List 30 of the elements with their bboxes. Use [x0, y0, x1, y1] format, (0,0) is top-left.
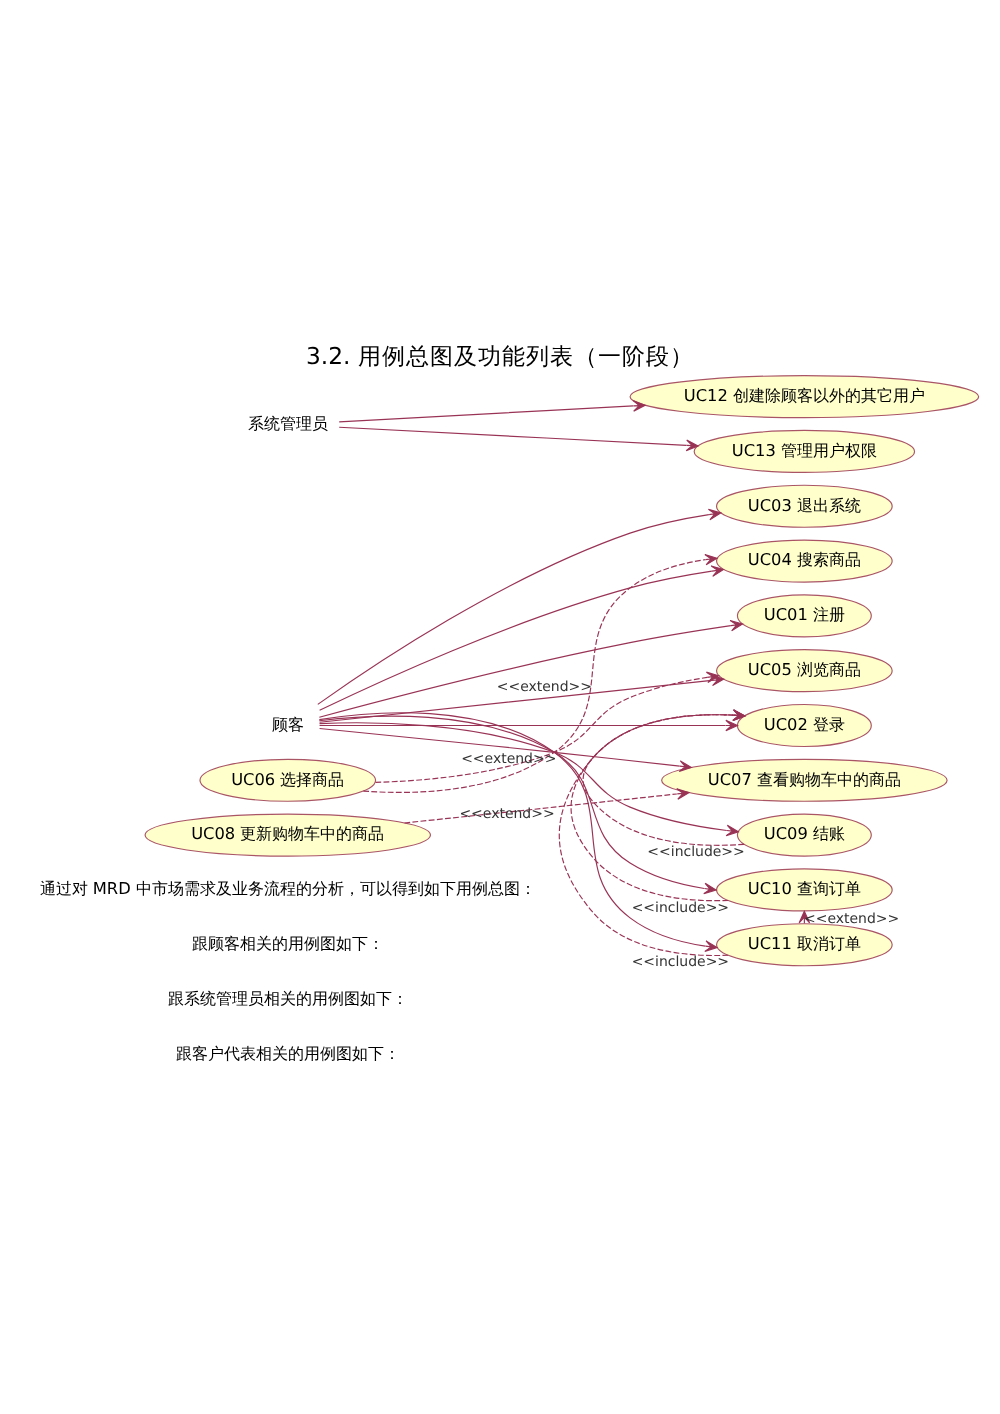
node-ellipse: UC08 更新购物车中的商品: [144, 812, 432, 856]
diagram-title: 3.2. 用例总图及功能列表（一阶段）: [306, 340, 694, 369]
arrow: [582, 708, 746, 845]
label: 跟顾客相关的用例图如下：: [191, 932, 384, 953]
arrow: [570, 708, 746, 901]
node-ellipse: UC01 注册: [736, 593, 872, 637]
label: 跟系统管理员相关的用例图如下：: [167, 986, 408, 1007]
arrow: [317, 507, 722, 704]
arrow: [374, 670, 720, 782]
arrow: [319, 726, 692, 771]
node-ellipse: UC02 登录: [736, 702, 872, 747]
arrow: [318, 714, 717, 894]
node-ellipse: UC05 浏览商品: [716, 648, 893, 692]
arrow: [403, 787, 690, 823]
arrow: [318, 618, 744, 717]
node-text: 系统管理员: [247, 411, 328, 432]
arrow: [318, 711, 718, 951]
arrow: [318, 721, 739, 836]
label: 通过对 MRD 中市场需求及业务流程的分析，可以得到如下用例总图：: [39, 877, 536, 898]
label: 跟客户代表相关的用例图如下：: [175, 1041, 400, 1062]
node-text: 顾客: [271, 712, 304, 733]
node-ellipse: UC06 选择商品: [199, 757, 377, 801]
arrow: [338, 399, 646, 422]
arrow: [362, 552, 718, 792]
arrow: [338, 425, 699, 451]
arrow: [558, 708, 746, 956]
arrow: [319, 718, 739, 731]
node-ellipse: UC04 搜索商品: [716, 538, 893, 582]
node-ellipse: UC03 退出系统: [716, 483, 893, 527]
node-ellipse: UC13 管理用户权限: [693, 428, 916, 473]
